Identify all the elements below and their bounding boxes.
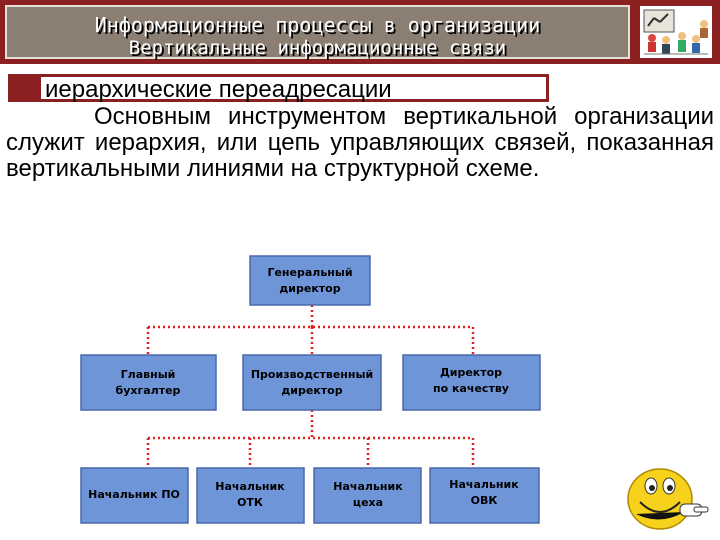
label-head-shop-1: Начальник: [333, 480, 403, 493]
section-marker: [11, 77, 41, 99]
header-panel: Информационные процессы в организации Ве…: [5, 5, 630, 59]
page-subtitle: Вертикальные информационные связи: [128, 37, 507, 59]
label-production-director-2: директор: [281, 384, 342, 397]
label-head-shop-2: цеха: [353, 496, 383, 509]
section-title: иерархические переадресации: [45, 76, 392, 103]
label-head-otk-1: Начальник: [215, 480, 285, 493]
box-production-director: [242, 354, 382, 411]
label-quality-director-2: по качеству: [433, 382, 509, 395]
header-bar: Информационные процессы в организации Ве…: [0, 0, 720, 64]
org-chart: Генеральный директор Главный бухгалтер П…: [80, 255, 709, 530]
box-head-po: [80, 467, 189, 524]
label-head-ovk-2: ОВК: [471, 494, 498, 507]
label-quality-director-1: Директор: [440, 366, 502, 379]
label-general-director-2: директор: [279, 282, 340, 295]
page-title: Информационные процессы в организации: [94, 13, 541, 37]
label-production-director-1: Производственный: [251, 368, 373, 381]
box-chief-accountant: [80, 354, 217, 411]
box-head-ovk: [429, 467, 540, 524]
smiley-pointing-hand-icon: [627, 468, 709, 530]
label-head-ovk-1: Начальник: [449, 478, 519, 491]
box-head-shop: [313, 467, 422, 524]
label-chief-accountant-2: бухгалтер: [116, 384, 181, 397]
section-heading: иерархические переадресации: [8, 74, 549, 103]
box-head-otk: [196, 467, 305, 524]
people-logo-icon: [640, 6, 712, 58]
label-general-director-1: Генеральный: [267, 266, 352, 279]
label-head-po-1: Начальник ПО: [88, 488, 180, 501]
box-quality-director: [402, 354, 541, 411]
label-chief-accountant-1: Главный: [121, 368, 176, 381]
box-general-director: [249, 255, 371, 306]
body-paragraph: Основным инструментом вертикальной орган…: [6, 103, 714, 182]
label-head-otk-2: ОТК: [237, 496, 263, 509]
